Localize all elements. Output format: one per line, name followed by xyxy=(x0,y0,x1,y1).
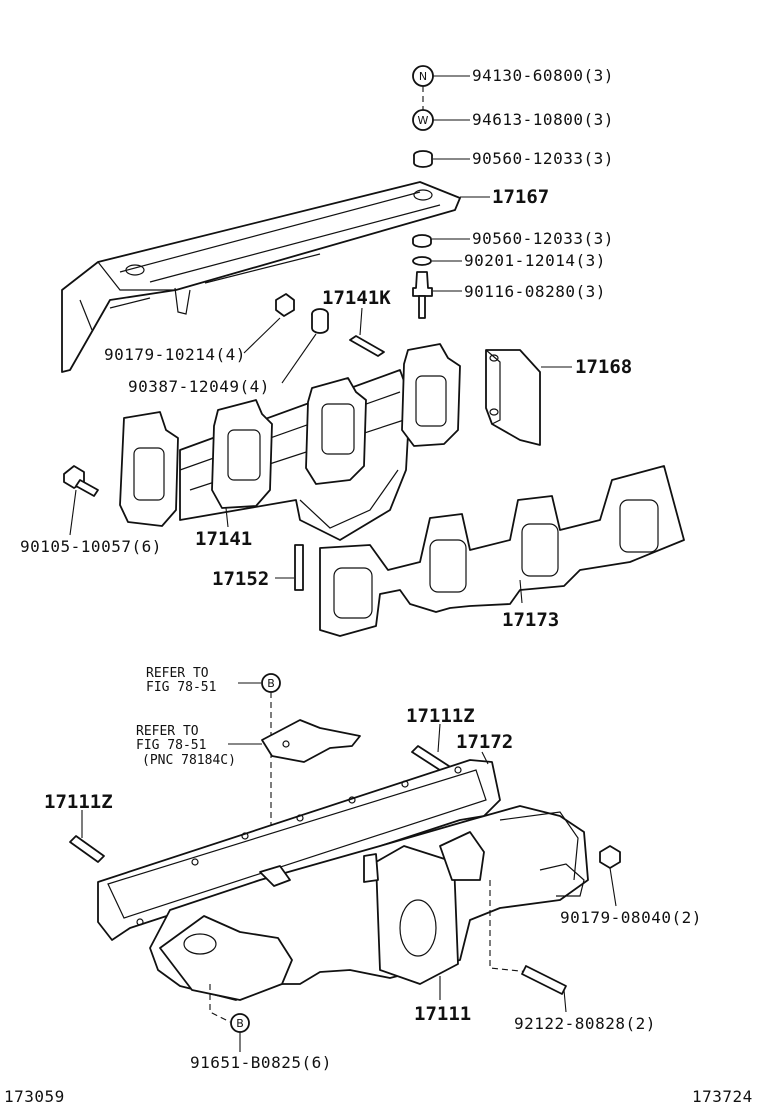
label-bracket: 17168 xyxy=(575,356,632,378)
label-stud-k: 17141K xyxy=(322,287,391,309)
intake-gasket: 17172 xyxy=(97,731,513,941)
label-bolt-stud: 90116-08280(3) xyxy=(464,282,606,301)
stud-17152: 17152 xyxy=(212,544,304,591)
intake-manifold: 17111 xyxy=(149,805,589,1025)
collar-lower-hardware: 90560-12033(3) xyxy=(412,229,614,248)
heat-insulator: 17167 xyxy=(61,181,549,373)
label-collar-4: 90387-12049(4) xyxy=(128,377,270,396)
refer-block-b: REFER TO FIG 78-51 (PNC 78184C) xyxy=(136,719,361,768)
nut-marker: N xyxy=(419,70,427,83)
refer-block-a: REFER TO FIG 78-51 B xyxy=(146,666,281,878)
bracket-17168: 17168 xyxy=(485,349,632,446)
refer-b-line2: FIG 78-51 xyxy=(136,738,206,753)
stud-17111z-left: 17111Z xyxy=(44,791,113,863)
bolt-6-hardware: 90105-10057(6) xyxy=(20,465,162,556)
marker-b-top: B xyxy=(267,677,275,690)
label-intake-manifold: 17111 xyxy=(414,1003,471,1025)
label-exhaust-manifold: 17141 xyxy=(195,528,252,550)
bolt-stud-hardware: 90116-08280(3) xyxy=(412,271,606,319)
refer-a-line1: REFER TO xyxy=(146,666,209,681)
exhaust-manifold: 17141 xyxy=(119,343,461,550)
nut-hardware: N 94130-60800(3) xyxy=(412,65,614,110)
stud-17141k: 17141K xyxy=(322,287,391,357)
label-heat-insulator: 17167 xyxy=(492,186,549,208)
label-washer: 94613-10800(3) xyxy=(472,110,614,129)
spacer-hardware: 90201-12014(3) xyxy=(412,251,606,270)
exhaust-gasket: 17173 xyxy=(319,465,685,637)
stud-2-hardware: 92122-80828(2) xyxy=(489,880,656,1033)
label-collar-top: 90560-12033(3) xyxy=(472,149,614,168)
label-spacer: 90201-12014(3) xyxy=(464,251,606,270)
marker-b-bottom: B xyxy=(236,1017,244,1030)
label-bolt-6: 90105-10057(6) xyxy=(20,537,162,556)
label-collar-lower: 90560-12033(3) xyxy=(472,229,614,248)
label-bolt-b: 91651-B0825(6) xyxy=(190,1053,332,1072)
bolt-b-hardware: B 91651-B0825(6) xyxy=(190,984,332,1072)
washer-hardware: W 94613-10800(3) xyxy=(412,109,614,131)
label-exhaust-gasket: 17173 xyxy=(502,609,559,631)
washer-marker: W xyxy=(418,114,429,127)
footer-left-code: 173059 xyxy=(4,1087,65,1106)
collar-4-hardware: 90387-12049(4) xyxy=(128,308,329,396)
footer-right-code: 173724 xyxy=(692,1087,753,1106)
nut-2-hardware: 90179-08040(2) xyxy=(560,845,702,927)
label-nut-2: 90179-08040(2) xyxy=(560,908,702,927)
refer-a-line2: FIG 78-51 xyxy=(146,680,216,695)
label-stud-17152: 17152 xyxy=(212,568,269,590)
label-stud-z-right: 17111Z xyxy=(406,705,475,727)
label-intake-gasket: 17172 xyxy=(456,731,513,753)
label-stud-2: 92122-80828(2) xyxy=(514,1014,656,1033)
label-nut: 94130-60800(3) xyxy=(472,66,614,85)
label-nut-4: 90179-10214(4) xyxy=(104,345,246,364)
nut-4-hardware: 90179-10214(4) xyxy=(104,293,295,364)
collar-top-hardware: 90560-12033(3) xyxy=(413,149,614,168)
stud-17111z-right: 17111Z xyxy=(406,705,475,775)
refer-b-line1: REFER TO xyxy=(136,724,199,739)
label-stud-z-left: 17111Z xyxy=(44,791,113,813)
refer-b-line3: (PNC 78184C) xyxy=(142,753,236,768)
